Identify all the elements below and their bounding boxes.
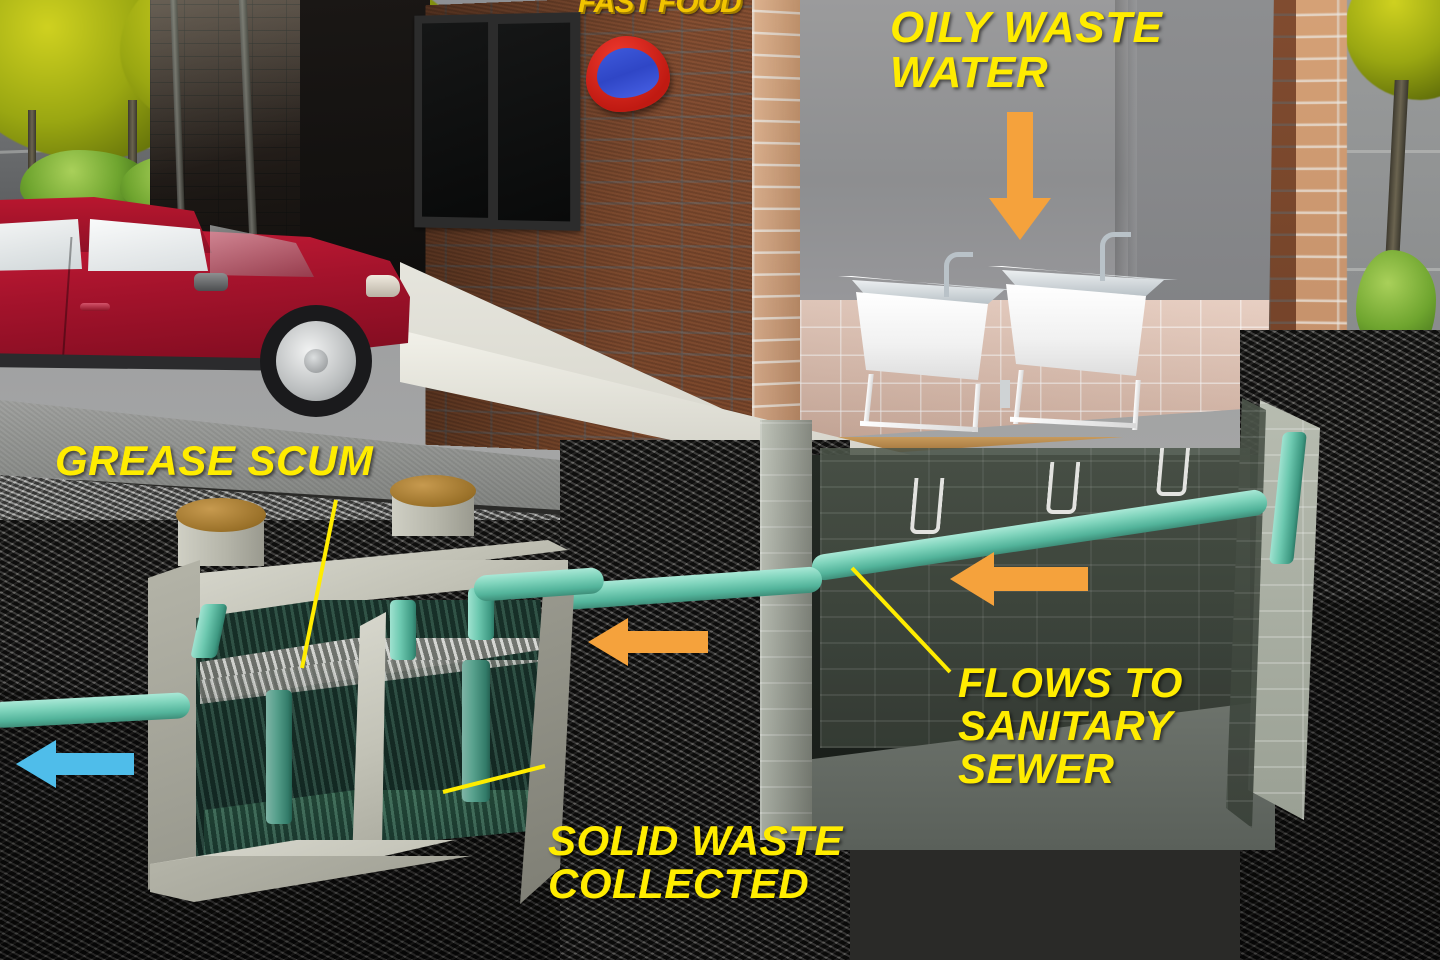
foundation-pier-left-shade	[760, 420, 812, 840]
restaurant-sign: FAST FOOD	[578, 0, 742, 20]
tree-trunk	[28, 110, 36, 170]
label-solid-waste-collected: SOLID WASTE COLLECTED	[548, 817, 843, 907]
leader-flows-to-sewer	[850, 566, 952, 674]
leader-solid-waste	[442, 764, 546, 794]
car-headlight	[366, 275, 400, 297]
crawlspace-back-wall	[820, 448, 1250, 748]
faucet-right	[1100, 232, 1131, 281]
arrow-interceptor-inlet	[588, 618, 708, 666]
tank-tee-pipe-left	[266, 690, 292, 824]
manhole-cover-left[interactable]	[176, 498, 266, 532]
tank-tee-pipe-right	[462, 660, 490, 802]
label-oily-waste-water: OILY WASTE WATER	[890, 3, 1163, 97]
sink-drain-pipe	[1000, 380, 1010, 408]
car-window-rear	[0, 219, 82, 271]
leader-grease-scum	[300, 499, 338, 669]
manhole-cover-right[interactable]	[390, 475, 476, 507]
foundation-pier-left	[760, 420, 812, 840]
car-door-handle	[80, 303, 110, 311]
interior-wall-corner	[1115, 0, 1137, 330]
sink-right	[988, 232, 1178, 430]
arrow-sewer-flow	[950, 552, 1088, 606]
tank-cross-pipe-a	[390, 600, 416, 660]
pavement-joint	[1290, 150, 1440, 153]
tree-trunk	[128, 100, 137, 175]
label-grease-scum: GREASE SCUM	[55, 437, 374, 484]
tank-left-wall	[148, 560, 200, 890]
car-hubcap	[304, 349, 328, 373]
restaurant-sign-text: FAST FOOD	[578, 0, 742, 19]
sign-logo-outer	[586, 36, 670, 112]
label-flows-to-sanitary-sewer: FLOWS TO SANITARY SEWER	[958, 659, 1183, 792]
sign-logo-inner	[597, 48, 659, 98]
faucet-left	[944, 252, 973, 297]
car-tire	[260, 305, 372, 417]
sink-left	[838, 252, 1018, 433]
car-mirror	[194, 273, 228, 291]
arrow-oily-waste-water	[989, 112, 1051, 240]
parked-car	[0, 175, 440, 417]
interior-back-wall	[800, 0, 1130, 300]
interior-side-wall	[1128, 0, 1293, 330]
arrow-outlet-flow	[16, 740, 134, 788]
